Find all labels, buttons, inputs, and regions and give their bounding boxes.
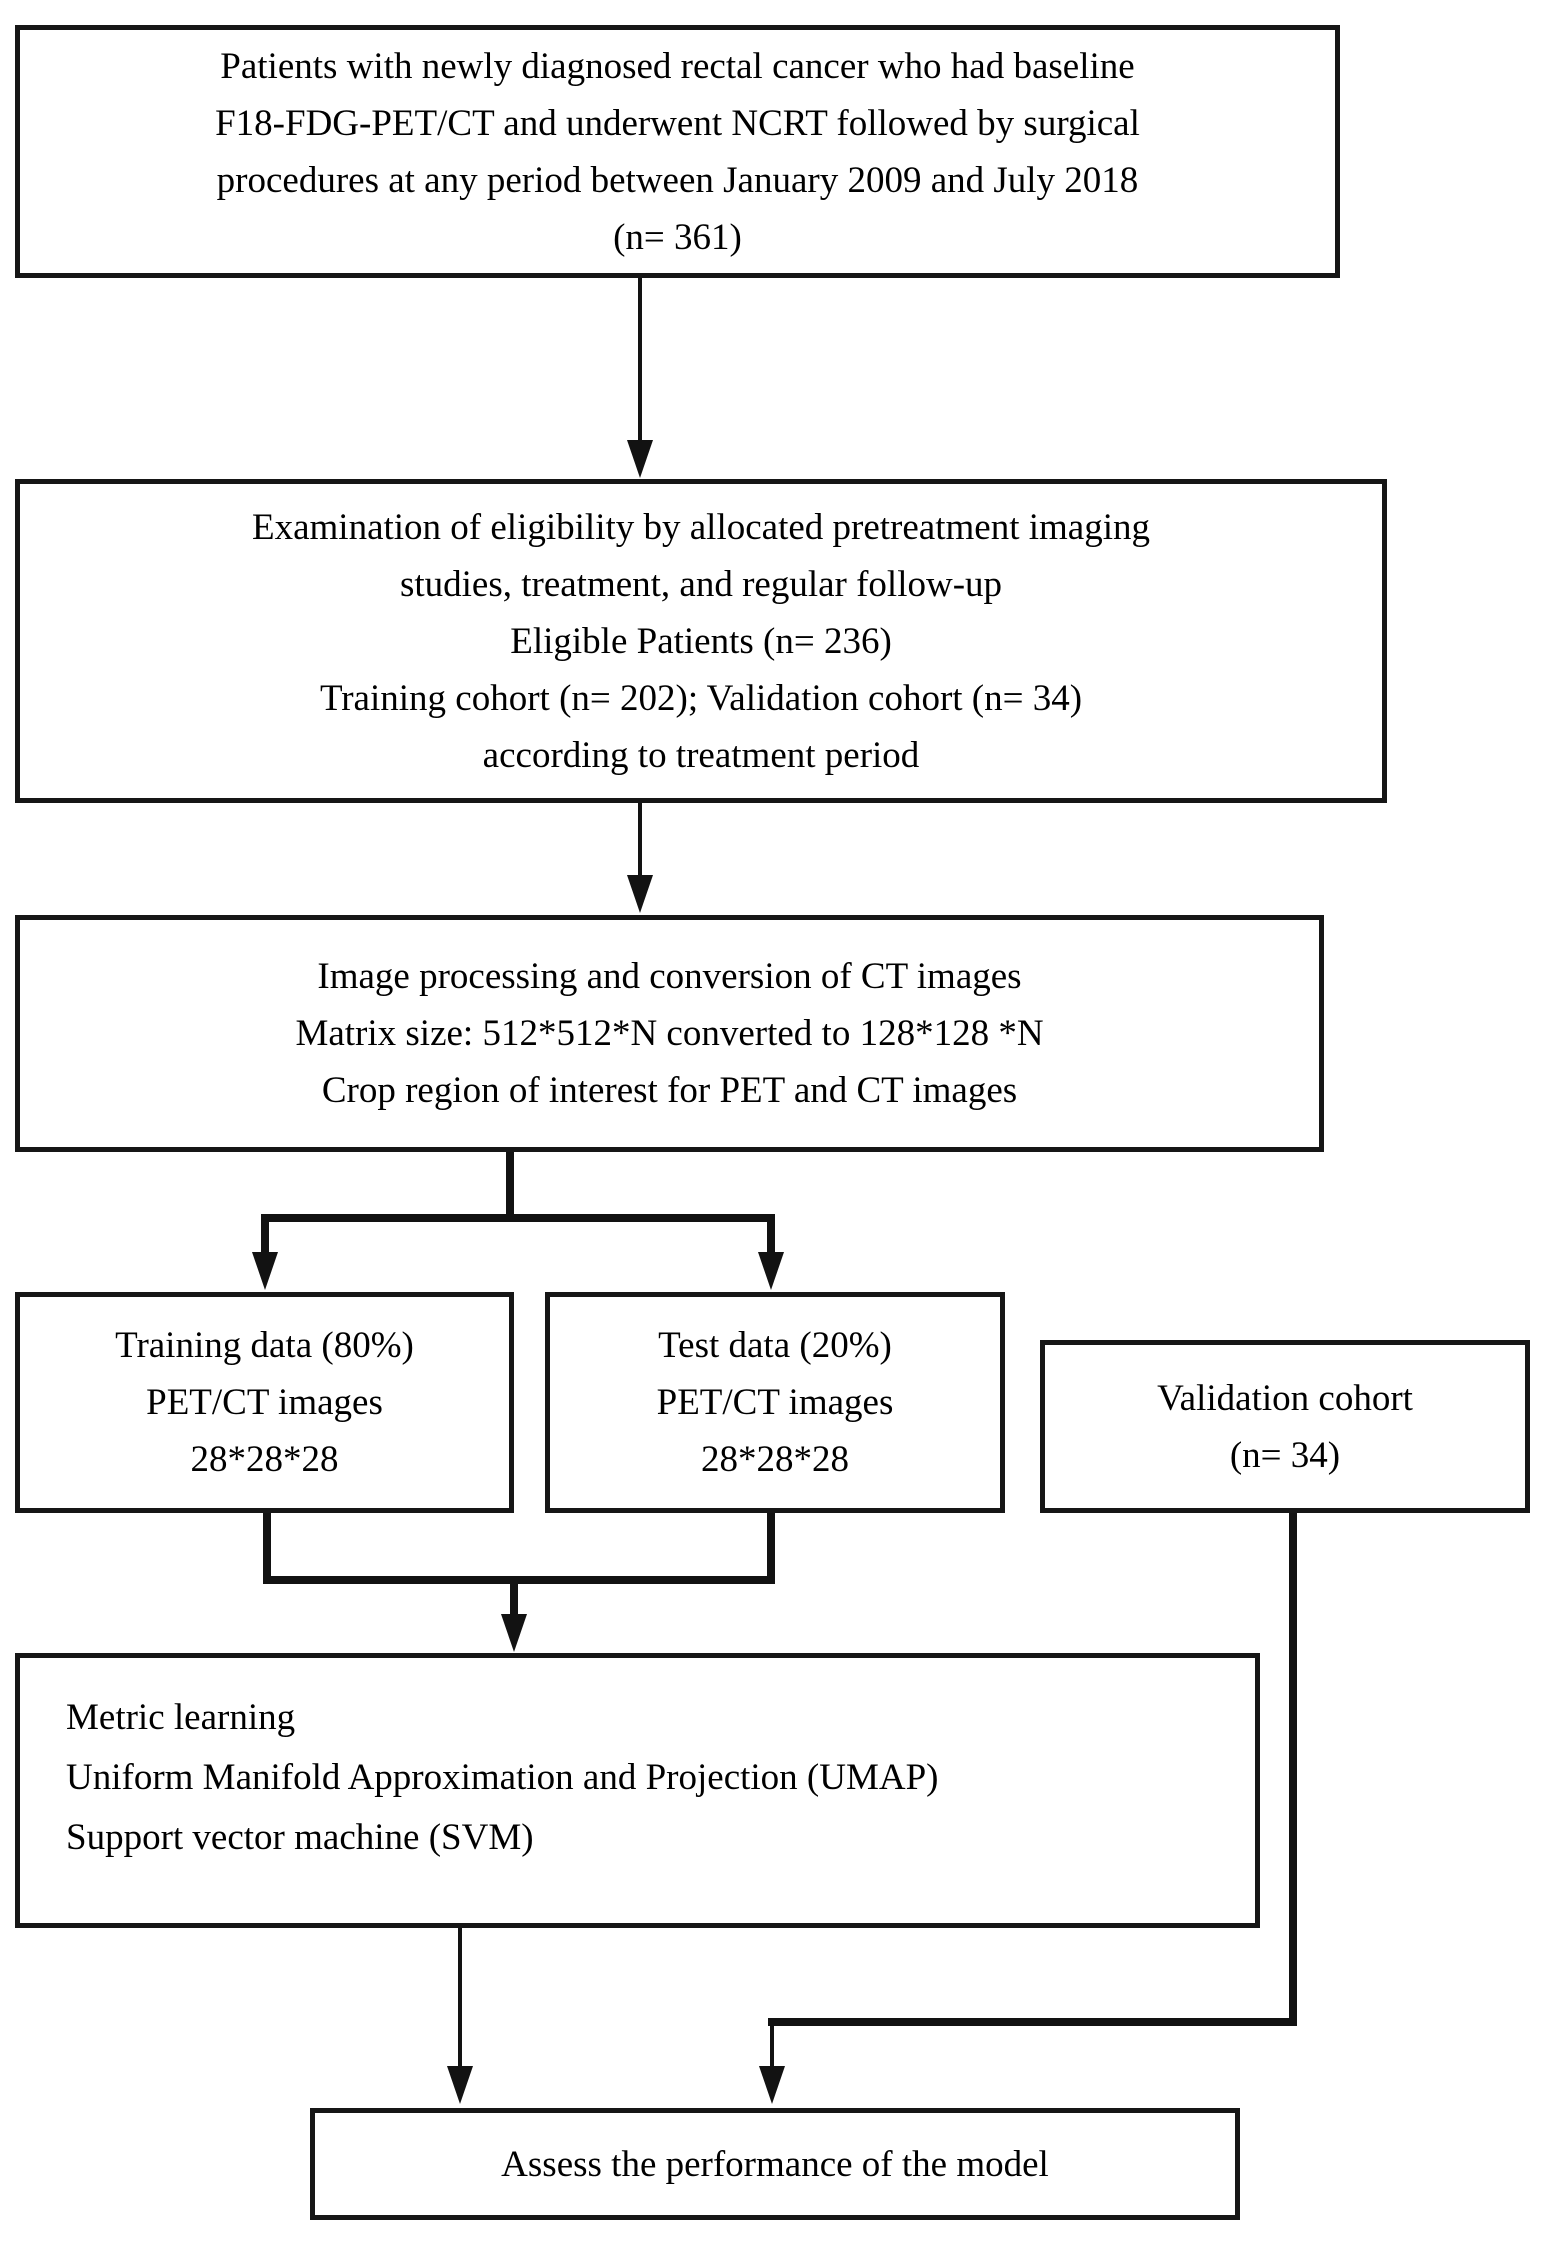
box-validation-cohort-text: (n= 34) (1229, 1434, 1341, 1476)
box-patients: Patients with newly diagnosed rectal can… (15, 25, 1340, 278)
box-test-data-text: Test data (20%) (658, 1325, 892, 1366)
arrow-eligibility-to-processing-head (627, 875, 653, 913)
box-metric-learning-text: Support vector machine (SVM) (66, 1817, 534, 1858)
box-eligibility-text: Eligible Patients (n= 236) (510, 620, 892, 662)
arrow-validation-to-assess-head (759, 2066, 785, 2104)
box-metric-learning-text: Metric learning (66, 1697, 296, 1738)
arrow-validation-to-assess-shaft (770, 2018, 774, 2070)
box-processing-text: Matrix size: 512*512*N converted to 128*… (295, 1013, 1044, 1054)
arrow-split-to-test-shaft (767, 1214, 775, 1258)
box-assess-performance: Assess the performance of the model (310, 2108, 1240, 2220)
box-eligibility: Examination of eligibility by allocated … (15, 479, 1387, 803)
connector-training-stem (263, 1513, 271, 1580)
box-processing: Image processing and conversion of CT im… (15, 915, 1324, 1152)
box-assess-performance-text: Assess the performance of the model (501, 2143, 1049, 2185)
box-patients-text: Patients with newly diagnosed rectal can… (220, 45, 1135, 87)
box-eligibility-text: according to treatment period (482, 734, 920, 776)
box-patients-text: (n= 361) (613, 216, 742, 258)
box-eligibility-text: Examination of eligibility by allocated … (251, 506, 1150, 548)
box-eligibility-text: studies, treatment, and regular follow-u… (399, 563, 1003, 605)
box-patients-text: F18-FDG-PET/CT and underwent NCRT follow… (215, 102, 1140, 144)
connector-validation-horizontal (768, 2018, 1297, 2026)
arrow-metric-to-assess-shaft (458, 1928, 462, 2070)
box-training-data-text: PET/CT images (146, 1382, 383, 1423)
arrow-metric-to-assess-head (447, 2066, 473, 2104)
box-metric-learning-text: Uniform Manifold Approximation and Proje… (66, 1757, 939, 1798)
arrow-split-to-training-shaft (261, 1214, 269, 1258)
arrow-split-to-test-head (758, 1252, 784, 1290)
box-training-data: Training data (80%) PET/CT images 28*28*… (15, 1292, 514, 1513)
box-patients-text: procedures at any period between January… (216, 159, 1139, 201)
box-processing-text: Crop region of interest for PET and CT i… (321, 1070, 1018, 1111)
box-eligibility-text: Training cohort (n= 202); Validation coh… (319, 677, 1083, 719)
arrow-patients-to-eligibility-shaft (638, 278, 642, 445)
box-validation-cohort-text: Validation cohort (1157, 1377, 1413, 1419)
box-training-data-text: Training data (80%) (115, 1325, 414, 1366)
box-test-data-text: PET/CT images (656, 1382, 894, 1423)
box-validation-cohort: Validation cohort (n= 34) (1040, 1340, 1530, 1513)
box-test-data-text: 28*28*28 (701, 1439, 849, 1480)
connector-split-horizontal (261, 1214, 775, 1222)
arrow-merge-to-metric-head (501, 1614, 527, 1652)
arrow-merge-to-metric-shaft (510, 1576, 518, 1618)
arrow-split-to-training-head (252, 1252, 278, 1290)
connector-merge-horizontal (263, 1576, 775, 1584)
box-metric-learning: Metric learning Uniform Manifold Approxi… (15, 1653, 1260, 1928)
connector-processing-stem (506, 1152, 514, 1222)
box-training-data-text: 28*28*28 (190, 1439, 339, 1480)
arrow-eligibility-to-processing-shaft (638, 803, 642, 878)
box-processing-text: Image processing and conversion of CT im… (317, 956, 1022, 997)
connector-test-stem (767, 1513, 775, 1580)
box-test-data: Test data (20%) PET/CT images 28*28*28 (545, 1292, 1005, 1513)
connector-validation-stem (1289, 1513, 1297, 2026)
arrow-patients-to-eligibility-head (627, 440, 653, 478)
